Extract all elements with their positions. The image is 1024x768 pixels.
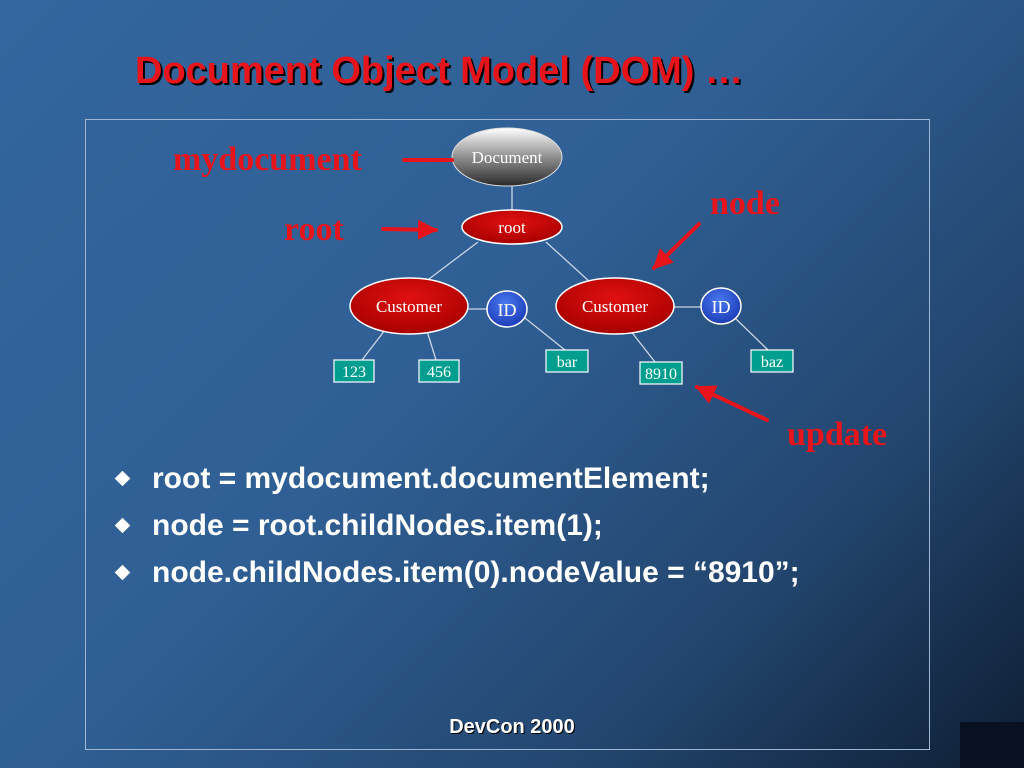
edge-root-customer2 [545, 241, 591, 283]
bullet-text: root = mydocument.documentElement; [152, 462, 710, 495]
code-bullet-list: root = mydocument.documentElement; node … [114, 455, 915, 596]
callout-node: node [710, 185, 780, 222]
edge-customer1-456 [426, 330, 437, 361]
text-node-456-label: 456 [427, 364, 451, 381]
customer-node-2: Customer [555, 277, 675, 335]
text-node-123-label: 123 [342, 364, 366, 381]
arrow-node [652, 222, 701, 270]
arrow-root [381, 219, 438, 240]
id-attribute-node-2-label: ID [712, 297, 731, 317]
callout-root: root [284, 211, 344, 248]
id-attribute-node-1-label: ID [498, 300, 517, 320]
content-frame [85, 119, 930, 750]
text-node-456: 456 [418, 359, 460, 383]
slide-title: Document Object Model (DOM) … [135, 50, 743, 92]
edge-id2-baz [734, 317, 769, 351]
text-node-bar-label: bar [557, 354, 578, 371]
bullet-item: root = mydocument.documentElement; [114, 455, 915, 502]
text-node-8910: 8910 [639, 361, 683, 385]
edge-root-customer1 [424, 241, 479, 283]
text-node-baz: baz [750, 349, 794, 373]
bullet-item: node = root.childNodes.item(1); [114, 502, 915, 549]
id-attribute-node-1: ID [486, 290, 528, 328]
arrow-update [695, 385, 769, 422]
customer-node-1: Customer [349, 277, 469, 335]
edge-id1-bar [524, 317, 566, 351]
id-attribute-node-2: ID [700, 287, 742, 325]
text-node-8910-label: 8910 [645, 366, 677, 383]
bullet-text: node = root.childNodes.item(1); [152, 509, 603, 542]
customer-node-2-label: Customer [582, 297, 648, 316]
bullet-item: node.childNodes.item(0).nodeValue = “891… [114, 549, 915, 596]
bullet-text: node.childNodes.item(0).nodeValue = “891… [152, 556, 800, 589]
text-node-baz-label: baz [761, 354, 783, 371]
callout-update: update [787, 416, 887, 453]
edge-customer2-8910 [629, 329, 656, 363]
root-node-label: root [498, 218, 526, 237]
text-node-bar: bar [545, 349, 589, 373]
callout-mydocument: mydocument [173, 141, 363, 178]
diamond-bullet-icon [114, 517, 131, 534]
customer-node-1-label: Customer [376, 297, 442, 316]
corner-shade [960, 722, 1024, 768]
root-node: root [461, 209, 563, 245]
diamond-bullet-icon [114, 470, 131, 487]
diamond-bullet-icon [114, 564, 131, 581]
edge-customer1-123 [361, 329, 386, 361]
text-node-123: 123 [333, 359, 375, 383]
slide-footer: DevCon 2000 [449, 716, 575, 738]
document-node: Document [451, 127, 563, 187]
document-node-label: Document [472, 148, 543, 167]
